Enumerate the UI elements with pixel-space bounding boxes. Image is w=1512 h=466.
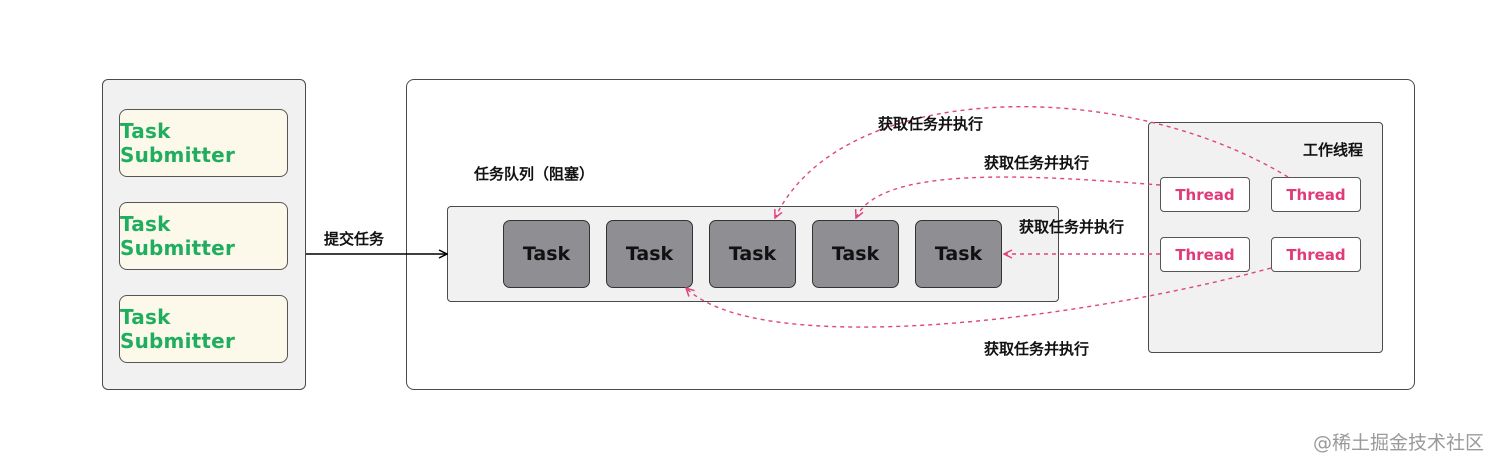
task-submitter-box: Task Submitter (119, 202, 288, 270)
fetch-task-label: 获取任务并执行 (878, 115, 984, 133)
thread-box: Thread (1271, 237, 1361, 272)
watermark: @稀土掘金技术社区 (1313, 432, 1485, 454)
worker-threads-label: 工作线程 (1303, 141, 1364, 159)
fetch-task-label: 获取任务并执行 (1019, 218, 1125, 236)
fetch-arrow (686, 267, 1272, 328)
fetch-arrow (856, 176, 1161, 218)
thread-box: Thread (1160, 177, 1250, 212)
task-queue-label: 任务队列（阻塞） (474, 165, 595, 183)
task-block: Task (915, 220, 1002, 288)
task-block: Task (503, 220, 590, 288)
fetch-task-label: 获取任务并执行 (984, 154, 1090, 172)
task-block: Task (606, 220, 693, 288)
task-submitter-box: Task Submitter (119, 109, 288, 177)
thread-box: Thread (1160, 237, 1250, 272)
thread-box: Thread (1271, 177, 1361, 212)
fetch-task-label: 获取任务并执行 (984, 340, 1090, 358)
task-submitter-box: Task Submitter (119, 295, 288, 363)
task-block: Task (812, 220, 899, 288)
submit-task-label: 提交任务 (324, 230, 385, 248)
task-block: Task (709, 220, 796, 288)
fetch-arrow (775, 106, 1289, 218)
